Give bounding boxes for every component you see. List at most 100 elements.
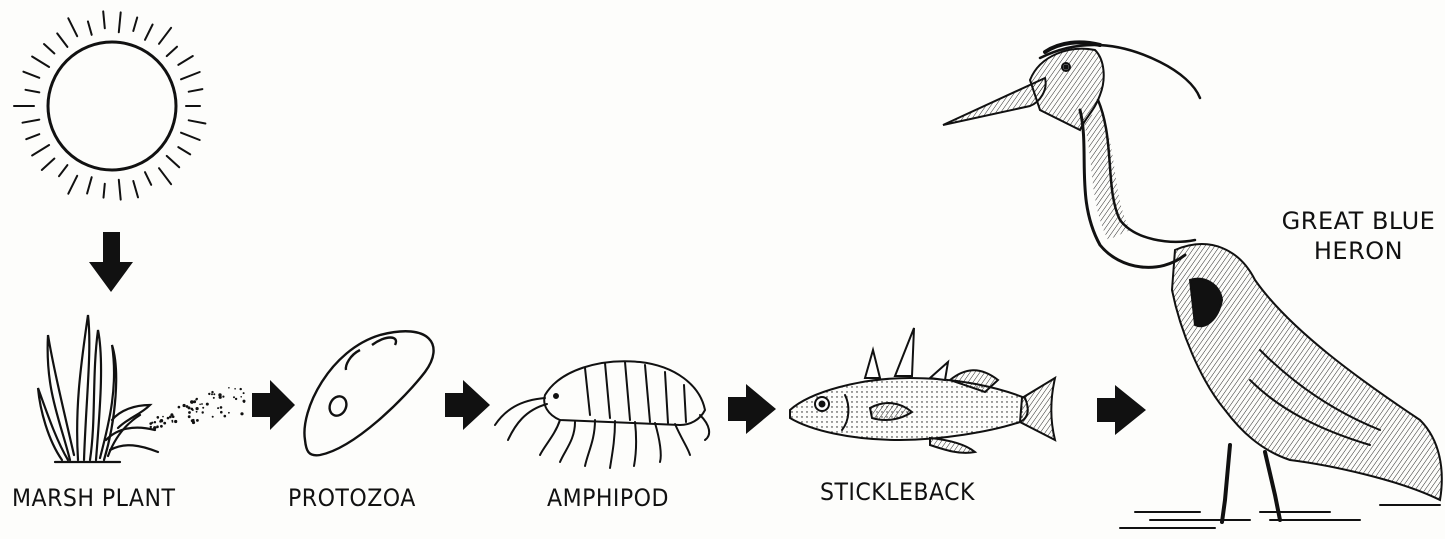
label-protozoa: PROTOZOA (288, 484, 416, 512)
spore-dot (188, 415, 191, 418)
label-marsh-plant: MARSH PLANT (12, 484, 175, 512)
spore-dot (217, 407, 219, 409)
sun-ray (181, 72, 200, 79)
sun-ray (178, 56, 193, 65)
spore-dot (228, 412, 230, 414)
spore-dot (199, 404, 201, 406)
label-amphipod: AMPHIPOD (547, 484, 669, 512)
sun-ray (189, 120, 206, 123)
sun-ray (133, 18, 137, 32)
spore-dot (170, 413, 173, 416)
sun-ray (133, 181, 138, 197)
spore-dot (201, 403, 203, 405)
spore-dot (211, 391, 213, 393)
spore-dot (240, 412, 243, 415)
spore-dot (154, 421, 156, 423)
spore-dot (219, 396, 222, 399)
sun-ray (189, 89, 203, 92)
label-stickleback: STICKLEBACK (820, 478, 975, 506)
sun-ray (104, 184, 105, 198)
sun-ray (103, 11, 105, 28)
arrow-plant-to-protozoa (252, 380, 295, 430)
spore-dot (202, 407, 204, 409)
sun-ray (44, 44, 54, 54)
sun-ray (181, 133, 200, 140)
spore-dot (153, 426, 156, 429)
spore-dots (149, 387, 245, 429)
arrow-stickleback-to-heron (1097, 385, 1146, 435)
heron-label-line1: GREAT BLUE (1276, 206, 1441, 236)
spore-dot (196, 419, 199, 422)
spore-dot (195, 398, 197, 400)
spore-dot (159, 420, 161, 422)
spore-dot (174, 420, 177, 423)
spore-dot (240, 388, 242, 390)
sun-ray (32, 145, 49, 156)
spore-dot (243, 392, 245, 394)
sun-ray (159, 168, 171, 184)
spore-dot (212, 416, 214, 418)
spore-dot (167, 417, 170, 420)
sun-ray (32, 57, 49, 68)
spore-dot (157, 426, 159, 428)
sun-ray (178, 147, 190, 154)
sun-ray (88, 21, 92, 34)
spore-dot (233, 396, 235, 398)
spore-dot (208, 393, 210, 395)
spore-dot (191, 408, 194, 411)
sun-ray (159, 28, 171, 44)
protozoa-icon (304, 331, 433, 455)
spore-dot (213, 393, 215, 395)
sun-ray (167, 47, 177, 56)
sun-ray (145, 172, 151, 185)
sun-ray (119, 180, 121, 200)
spore-dot (160, 425, 163, 428)
sun-ray (59, 165, 67, 176)
sun-ray (57, 33, 67, 47)
sun-ray (26, 134, 39, 139)
spore-dot (211, 393, 213, 395)
spore-dot (172, 421, 174, 423)
spore-dot (213, 397, 215, 399)
spore-dot (150, 426, 152, 428)
spore-dot (220, 406, 223, 409)
spore-dot (206, 403, 209, 406)
amphipod-icon (495, 361, 709, 468)
sun-ray (87, 177, 92, 193)
spore-dot (191, 419, 194, 422)
spore-dot (222, 396, 224, 398)
sun-ray (23, 120, 40, 123)
sun-ray (23, 72, 39, 78)
spore-dot (193, 400, 196, 403)
spore-dot (178, 406, 181, 409)
sun-ray (68, 176, 77, 194)
spore-dot (243, 401, 245, 403)
spore-dot (235, 398, 237, 400)
spore-dot (196, 407, 199, 410)
sun-ray (26, 90, 40, 93)
spore-dot (202, 411, 204, 413)
spore-dot (157, 417, 159, 419)
spore-dot (224, 415, 227, 418)
spore-dot (228, 387, 230, 389)
sun-icon (14, 11, 205, 199)
spore-dot (149, 422, 152, 425)
sun-ray (167, 156, 180, 167)
marsh-plant-icon (38, 315, 158, 462)
arrow-sun-to-plant (89, 232, 133, 292)
arrow-amphipod-to-stickleback (728, 384, 776, 434)
spore-dot (196, 411, 198, 413)
label-great-blue-heron: GREAT BLUE HERON (1276, 206, 1441, 266)
heron-label-line2: HERON (1276, 236, 1441, 266)
sun-ray (42, 159, 55, 171)
spore-dot (190, 400, 193, 403)
stickleback-icon (790, 328, 1055, 453)
spore-dot (234, 388, 236, 390)
sun-ray (119, 12, 121, 32)
spore-dot (183, 404, 186, 407)
arrow-protozoa-to-amphipod (445, 380, 490, 430)
sun-ray (68, 18, 77, 36)
heron-icon (943, 42, 1442, 528)
